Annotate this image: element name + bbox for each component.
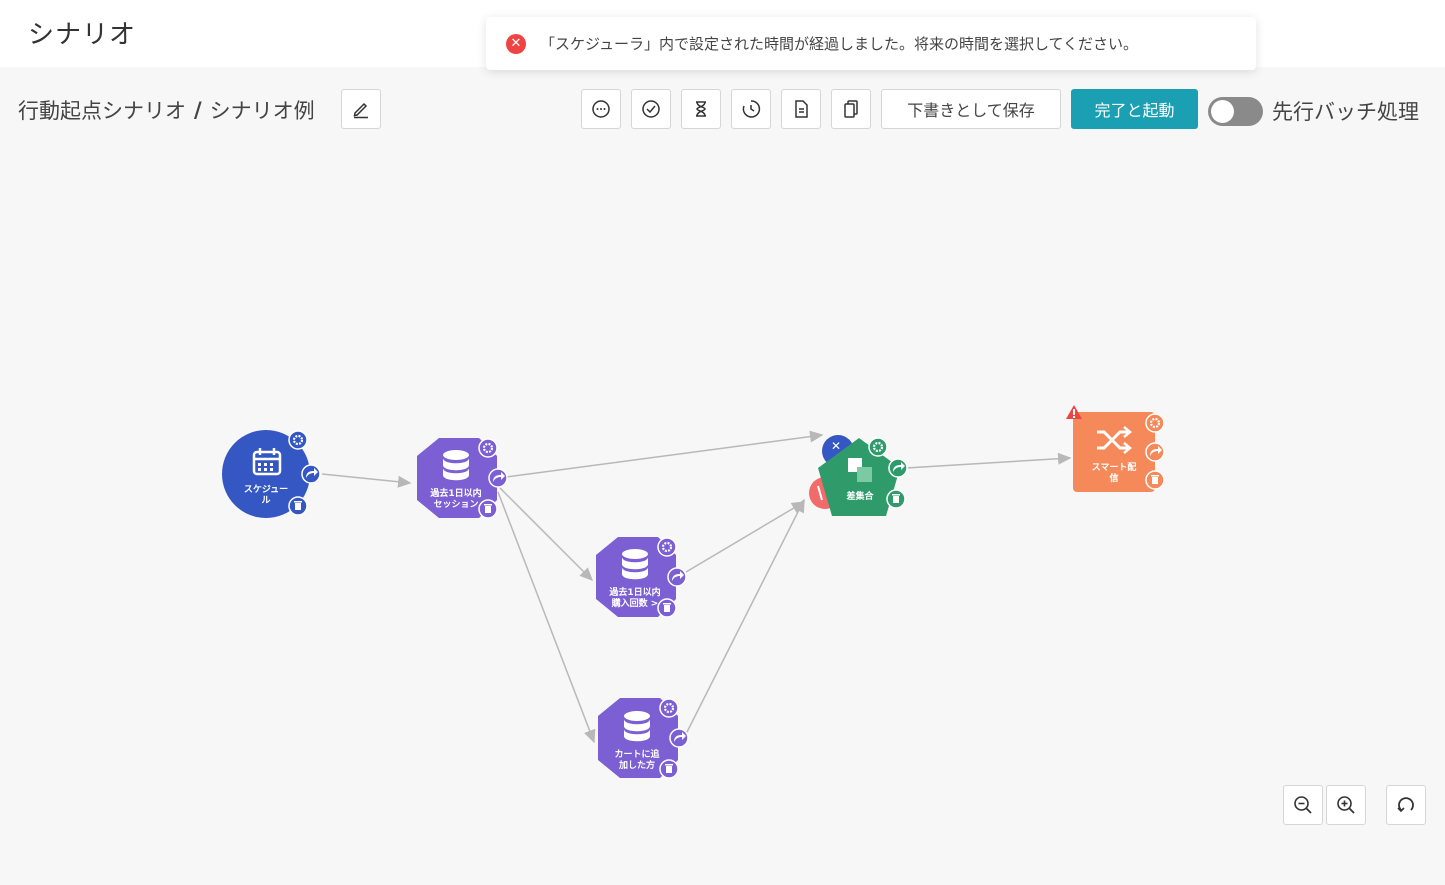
breadcrumb: 行動起点シナリオ / シナリオ例 xyxy=(18,95,315,125)
shuffle-icon xyxy=(1097,426,1132,454)
zoom-in-button[interactable] xyxy=(1326,785,1366,825)
wait-button[interactable] xyxy=(681,89,721,129)
difference-icon xyxy=(848,458,872,482)
page-title: シナリオ xyxy=(28,20,137,50)
database-icon xyxy=(622,549,648,580)
batch-toggle[interactable] xyxy=(1208,97,1263,126)
node-label: 過去1日以内 xyxy=(608,586,660,598)
pencil-icon xyxy=(353,102,368,119)
trash-icon[interactable] xyxy=(659,759,679,779)
edge-schedule-session xyxy=(321,473,412,488)
warning-icon xyxy=(1066,405,1082,419)
node-smart-delivery[interactable]: スマート配 信 xyxy=(1066,405,1165,492)
node-label: カートに追 xyxy=(614,748,660,760)
node-purchase[interactable]: 過去1日以内 購入回数 > xyxy=(596,537,687,618)
edge-session-cart xyxy=(497,491,596,744)
save-draft-button[interactable]: 下書きとして保存 xyxy=(881,89,1061,129)
share-icon[interactable] xyxy=(488,468,508,488)
comment-icon xyxy=(592,100,610,118)
zoom-in-icon xyxy=(1337,796,1355,814)
calendar-icon xyxy=(252,448,282,476)
settings-icon[interactable] xyxy=(868,437,888,457)
toggle-knob xyxy=(1211,100,1234,123)
error-icon: ✕ xyxy=(506,33,526,54)
finish-launch-button[interactable]: 完了と起動 xyxy=(1071,89,1198,129)
node-label: 信 xyxy=(1109,472,1118,484)
settings-icon[interactable] xyxy=(659,698,679,718)
share-icon[interactable] xyxy=(667,567,687,587)
node-label: セッション xyxy=(433,499,478,510)
node-label: スマート配 xyxy=(1092,462,1137,473)
edge-purchase-diff xyxy=(685,501,806,573)
share-icon[interactable] xyxy=(301,464,321,484)
breadcrumb-separator: / xyxy=(194,98,202,122)
edge-session-purchase xyxy=(499,487,594,582)
node-diff[interactable]: ✕ 差集合 xyxy=(809,435,908,516)
node-label: 加した方 xyxy=(618,759,655,771)
node-label: ル xyxy=(261,495,270,506)
history-button[interactable] xyxy=(731,89,771,129)
validate-button[interactable] xyxy=(631,89,671,129)
edge-session-diff xyxy=(505,430,824,478)
share-icon[interactable] xyxy=(669,728,689,748)
trash-icon[interactable] xyxy=(288,496,308,516)
settings-icon[interactable] xyxy=(1145,413,1165,433)
close-icon: ✕ xyxy=(831,439,841,453)
document-button[interactable] xyxy=(781,89,821,129)
edge-diff-smart xyxy=(905,452,1072,469)
error-toast: ✕ 「スケジューラ」内で設定された時間が経過しました。将来の時間を選択してくださ… xyxy=(486,17,1256,70)
copy-button[interactable] xyxy=(831,89,871,129)
database-icon xyxy=(443,450,469,481)
comment-button[interactable] xyxy=(581,89,621,129)
trash-icon[interactable] xyxy=(1145,470,1165,490)
database-icon xyxy=(624,711,650,742)
share-icon[interactable] xyxy=(888,458,908,478)
edit-name-button[interactable] xyxy=(341,89,381,129)
share-icon[interactable] xyxy=(1145,442,1165,462)
breadcrumb-current: シナリオ例 xyxy=(209,99,315,123)
zoom-out-icon xyxy=(1294,796,1312,814)
settings-icon[interactable] xyxy=(478,438,498,458)
batch-toggle-label: 先行バッチ処理 xyxy=(1272,100,1419,124)
node-cart[interactable]: カートに追 加した方 xyxy=(598,698,689,779)
edges xyxy=(321,430,1072,744)
document-icon xyxy=(795,100,808,118)
node-label: 過去1日以内 xyxy=(429,487,481,499)
edge-cart-diff xyxy=(683,498,805,739)
copy-icon xyxy=(844,100,858,118)
trash-icon[interactable] xyxy=(657,598,677,618)
trash-icon[interactable] xyxy=(478,499,498,519)
breadcrumb-parent[interactable]: 行動起点シナリオ xyxy=(18,99,186,123)
settings-icon[interactable] xyxy=(657,537,677,557)
zoom-out-button[interactable] xyxy=(1283,785,1323,825)
node-session[interactable]: 過去1日以内 セッション xyxy=(417,438,508,519)
reset-icon xyxy=(1397,797,1414,813)
hourglass-icon xyxy=(696,101,706,117)
node-schedule[interactable]: スケジュー ル xyxy=(222,430,321,518)
node-label: スケジュー xyxy=(244,484,288,495)
check-circle-icon xyxy=(642,100,660,118)
settings-icon[interactable] xyxy=(288,430,308,450)
node-label: 差集合 xyxy=(846,490,874,502)
history-icon xyxy=(742,100,761,118)
node-label: 購入回数 > xyxy=(611,597,659,609)
trash-icon[interactable] xyxy=(886,489,906,509)
toast-message: 「スケジューラ」内で設定された時間が経過しました。将来の時間を選択してください。 xyxy=(540,35,1139,53)
reset-view-button[interactable] xyxy=(1386,785,1426,825)
